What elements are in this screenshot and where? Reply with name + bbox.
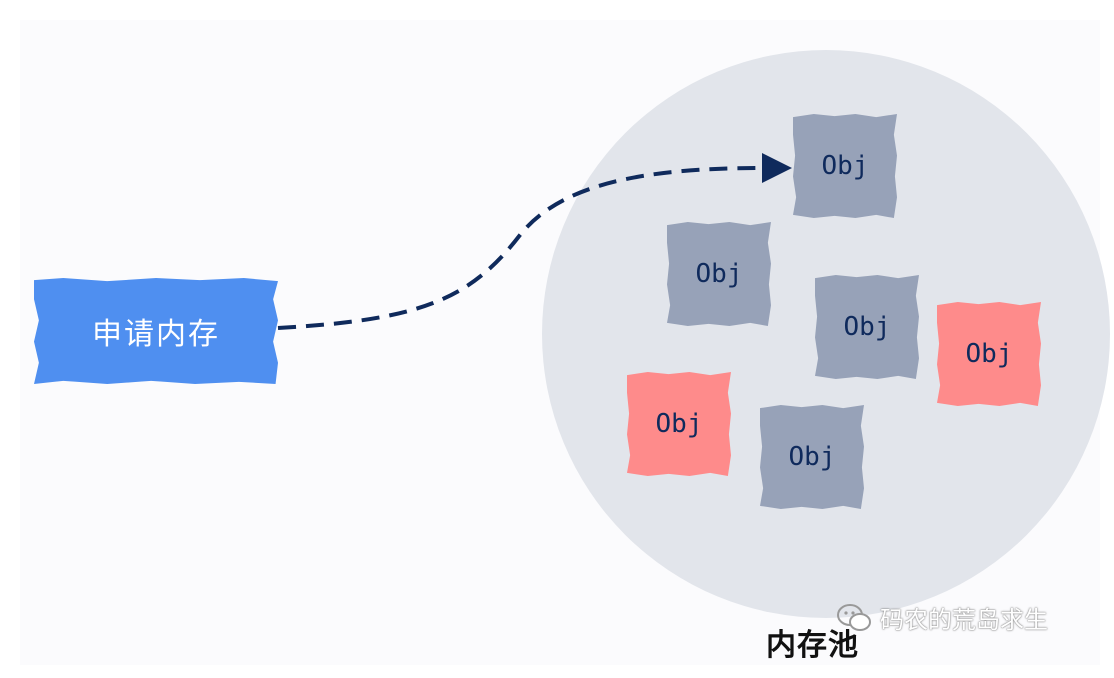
- pool-object-in-use: Obj: [627, 372, 731, 476]
- pool-object: Obj: [815, 275, 919, 379]
- watermark: 码农的荒岛求生: [836, 600, 1048, 635]
- memory-pool-label: 内存池: [766, 628, 859, 663]
- obj-label: Obj: [788, 442, 836, 472]
- obj-label: Obj: [821, 151, 869, 181]
- pool-object-allocated: Obj: [793, 114, 897, 218]
- obj-label: Obj: [655, 409, 703, 439]
- obj-label: Obj: [695, 259, 743, 289]
- pool-object: Obj: [760, 405, 864, 509]
- wechat-icon: [837, 603, 871, 631]
- allocation-arrow-path: [277, 166, 763, 330]
- pool-object-in-use: Obj: [937, 302, 1041, 406]
- pool-object: Obj: [667, 222, 771, 326]
- watermark-text: 码农的荒岛求生: [880, 606, 1048, 634]
- allocation-arrowhead: [762, 153, 792, 183]
- request-memory-label: 申请内存: [92, 317, 220, 352]
- obj-label: Obj: [965, 339, 1013, 369]
- request-memory-box: 申请内存: [34, 278, 278, 384]
- obj-label: Obj: [843, 312, 891, 342]
